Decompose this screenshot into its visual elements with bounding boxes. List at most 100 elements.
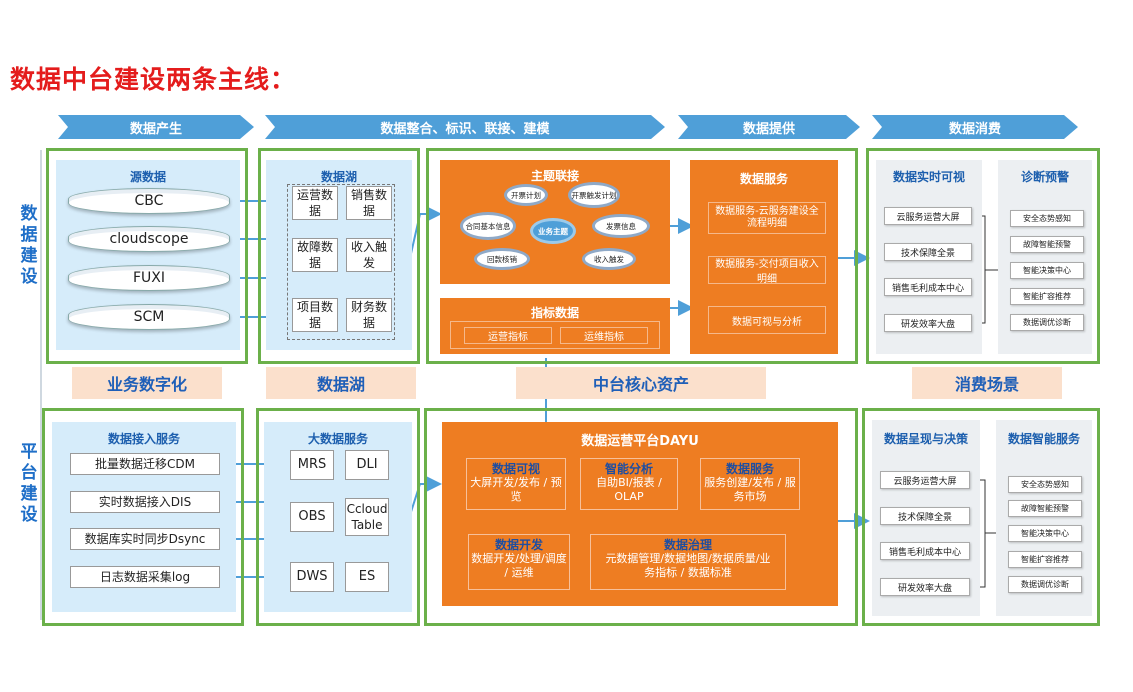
dayu-service-box: 数据服务服务创建/发布 / 服务市场	[700, 458, 800, 510]
smart-service-title: 数据智能服务	[1007, 432, 1080, 446]
ingest-title: 数据接入服务	[107, 432, 180, 446]
dayu-analysis-body: 自助BI/报表 / OLAP	[596, 476, 662, 503]
metric-ops-index: 运营指标	[464, 327, 552, 344]
smart-item-tuning: 数据调优诊断	[1008, 576, 1082, 593]
rt-item-sales-margin: 销售毛利成本中心	[884, 278, 972, 296]
bigdata-ccloud-table: Ccloud Table	[345, 498, 389, 536]
diag-item-security: 安全态势感知	[1010, 210, 1084, 227]
bigdata-es: ES	[345, 562, 389, 592]
pd-item-rd-efficiency: 研发效率大盘	[880, 578, 970, 596]
service-visual-analysis: 数据可视与分析	[708, 306, 826, 334]
metric-data-frame	[450, 321, 660, 349]
dayu-dev-box: 数据开发数据开发/处理/调度 / 运维	[468, 534, 570, 590]
diagnosis-title: 诊断预警	[1020, 170, 1069, 184]
dayu-dev-head: 数据开发	[494, 538, 543, 552]
topic-node-invoice-trigger-plan: 开票触发计划	[568, 182, 620, 208]
diag-item-scaling: 智能扩容推荐	[1010, 288, 1084, 305]
bigdata-group	[256, 408, 420, 626]
bigdata-dws: DWS	[290, 562, 334, 592]
topic-node-invoice-info: 发票信息	[592, 214, 650, 238]
topic-center-node: 业务主题	[530, 218, 576, 244]
stage-chevron-provide: 数据提供	[678, 115, 860, 139]
source-cylinder-scm: SCM	[68, 304, 230, 330]
lake-cell-ops: 运营数据	[292, 186, 338, 220]
dayu-dev-body: 数据开发/处理/调度 / 运维	[471, 552, 567, 579]
diag-item-fault-warning: 故障智能预警	[1010, 236, 1084, 253]
core-asset-group	[426, 148, 858, 364]
topic-node-revenue-trigger: 收入触发	[582, 248, 636, 270]
dayu-governance-box: 数据治理元数据管理/数据地图/数据质量/业务指标 / 数据标准	[590, 534, 786, 590]
rt-item-tech-guarantee: 技术保障全景	[884, 243, 972, 261]
stage-chevron-produce: 数据产生	[58, 115, 254, 139]
realtime-visual-title: 数据实时可视	[892, 170, 965, 184]
topic-node-contract-info: 合同基本信息	[460, 212, 516, 240]
band-data-lake: 数据湖	[266, 367, 416, 399]
pd-item-tech-guarantee: 技术保障全景	[880, 507, 970, 525]
data-lake-title: 数据湖	[320, 170, 357, 184]
topic-link-title: 主题联接	[530, 169, 579, 183]
business-digital-group	[46, 148, 248, 364]
dayu-governance-head: 数据治理	[663, 538, 712, 552]
dayu-analysis-head: 智能分析	[604, 462, 653, 476]
data-service-panel	[690, 160, 838, 354]
stage-chevron-integrate: 数据整合、标识、联接、建模	[265, 115, 665, 139]
ingest-dsync: 数据库实时同步Dsync	[70, 528, 220, 550]
ingest-cdm: 批量数据迁移CDM	[70, 453, 220, 475]
band-core-asset: 中台核心资产	[516, 367, 766, 399]
lake-cell-sales: 销售数据	[346, 186, 392, 220]
service-cloud-detail: 数据服务-云服务建设全流程明细	[708, 202, 826, 234]
dayu-service-body: 服务创建/发布 / 服务市场	[704, 476, 796, 503]
band-consume-scene: 消费场景	[912, 367, 1062, 399]
source-cylinder-fuxi: FUXI	[68, 265, 230, 291]
rt-item-rd-efficiency: 研发效率大盘	[884, 314, 972, 332]
smart-item-scaling: 智能扩容推荐	[1008, 551, 1082, 568]
dayu-visual-box: 数据可视大屏开发/发布 / 预览	[466, 458, 566, 510]
bigdata-title: 大数据服务	[307, 432, 368, 446]
pd-item-sales-margin: 销售毛利成本中心	[880, 542, 970, 560]
dayu-service-head: 数据服务	[725, 462, 774, 476]
dayu-group	[424, 408, 858, 626]
row-label-data-build: 数据建设	[20, 204, 38, 287]
source-cylinder-cbc: CBC	[68, 188, 230, 214]
dayu-title: 数据运营平台DAYU	[581, 434, 699, 449]
smart-item-decision: 智能决策中心	[1008, 525, 1082, 542]
dayu-governance-body: 元数据管理/数据地图/数据质量/业务指标 / 数据标准	[605, 552, 771, 579]
ingest-log: 日志数据采集log	[70, 566, 220, 588]
diag-item-decision: 智能决策中心	[1010, 262, 1084, 279]
band-business-digital: 业务数字化	[72, 367, 222, 399]
row-label-platform-build: 平台建设	[20, 442, 38, 525]
dayu-visual-body: 大屏开发/发布 / 预览	[470, 476, 562, 503]
source-data-title: 源数据	[129, 170, 166, 184]
diag-item-tuning: 数据调优诊断	[1010, 314, 1084, 331]
row-divider-line	[40, 150, 42, 620]
dayu-panel	[442, 422, 838, 606]
lake-cell-finance: 财务数据	[346, 298, 392, 332]
pd-item-cloud-screen: 云服务运营大屏	[880, 471, 970, 489]
ingest-dis: 实时数据接入DIS	[70, 491, 220, 513]
data-lake-group	[258, 148, 420, 364]
lake-cell-fault: 故障数据	[292, 238, 338, 272]
data-lake-dashed-frame	[287, 184, 395, 340]
metric-data-panel	[440, 298, 670, 354]
consume-bottom-group	[862, 408, 1100, 626]
lake-cell-revenue: 收入触发	[346, 238, 392, 272]
data-service-title: 数据服务	[739, 172, 788, 186]
dayu-analysis-box: 智能分析自助BI/报表 / OLAP	[580, 458, 678, 510]
bigdata-obs: OBS	[290, 502, 334, 532]
smart-item-security: 安全态势感知	[1008, 476, 1082, 493]
stage-chevron-consume: 数据消费	[872, 115, 1078, 139]
smart-item-fault-warning: 故障智能预警	[1008, 500, 1082, 517]
present-decision-title: 数据呈现与决策	[883, 432, 968, 446]
dayu-visual-head: 数据可视	[491, 462, 540, 476]
metric-data-title: 指标数据	[530, 306, 579, 320]
topic-node-invoice-plan: 开票计划	[504, 184, 548, 206]
ingest-group	[42, 408, 244, 626]
lake-cell-project: 项目数据	[292, 298, 338, 332]
service-delivery-revenue: 数据服务-交付项目收入明细	[708, 256, 826, 285]
bigdata-dli: DLI	[345, 450, 389, 480]
rt-item-cloud-screen: 云服务运营大屏	[884, 207, 972, 225]
metric-maint-index: 运维指标	[560, 327, 648, 344]
page-title: 数据中台建设两条主线：	[10, 65, 297, 94]
bigdata-panel	[264, 422, 412, 612]
source-cylinder-cloudscope: cloudscope	[68, 226, 230, 252]
